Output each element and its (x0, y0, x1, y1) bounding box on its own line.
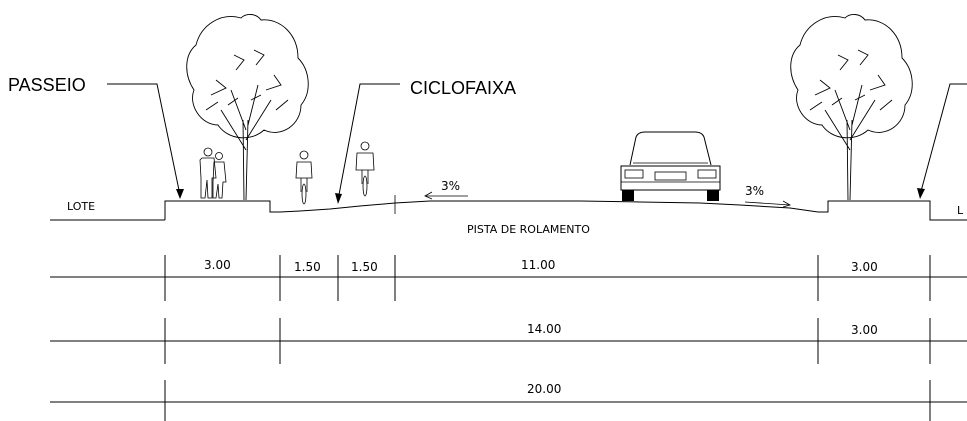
slope-right-label: 3% (745, 184, 764, 198)
car-icon (620, 131, 721, 201)
dimension-row-3: 20.00 (50, 380, 967, 421)
cyclist-icon (295, 150, 313, 205)
tree-icon (186, 14, 309, 201)
passeio-label: PASSEIO (8, 75, 86, 95)
ground-profile (50, 200, 967, 221)
lote-right-label: L (957, 204, 964, 217)
dimension-row-2: 14.00 3.00 (50, 318, 967, 364)
leader-lines (107, 83, 967, 204)
ciclofaixa-label: CICLOFAIXA (410, 78, 516, 98)
dimension-row-1: 3.00 1.50 1.50 11.00 3.00 (50, 255, 967, 301)
pista-label: PISTA DE ROLAMENTO (467, 223, 590, 236)
tree-icon (790, 14, 913, 201)
slope-indicator-left: 3% (424, 179, 468, 200)
dimension-label: 14.00 (527, 322, 561, 336)
slope-left-label: 3% (441, 179, 460, 193)
dimension-label: 3.00 (204, 258, 231, 272)
pedestrians-icon (199, 147, 227, 199)
dimension-label: 20.00 (527, 382, 561, 396)
dimension-label: 1.50 (294, 260, 321, 274)
cyclist-icon (355, 141, 375, 197)
slope-indicator-right: 3% (744, 184, 792, 208)
dimension-label: 3.00 (851, 323, 878, 337)
dimension-label: 1.50 (351, 260, 378, 274)
dimension-label: 3.00 (851, 260, 878, 274)
lote-left-label: LOTE (67, 200, 95, 213)
dimension-label: 11.00 (521, 258, 555, 272)
